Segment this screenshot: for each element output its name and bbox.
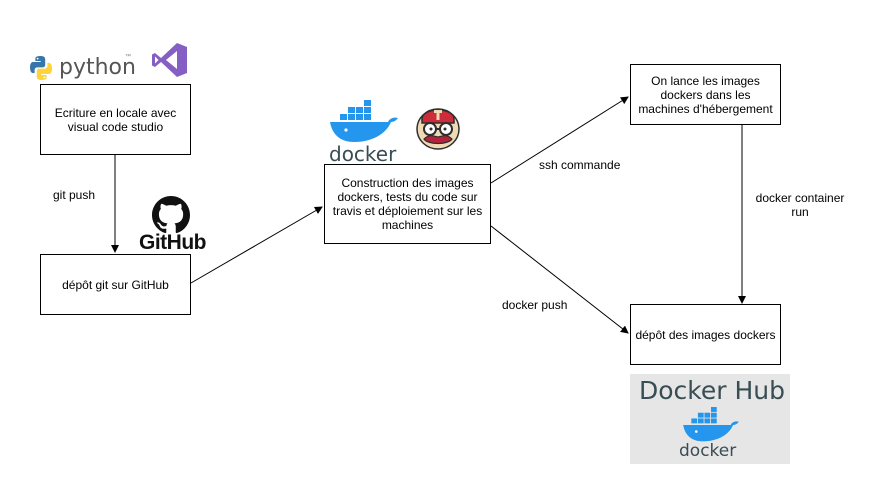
edge-label-docker-push: docker push xyxy=(502,298,568,312)
node-launch: On lance les images dockers dans les mac… xyxy=(630,64,781,125)
node-launch-label: On lance les images dockers dans les mac… xyxy=(638,73,773,116)
node-github-repo-label: dépôt git sur GitHub xyxy=(62,277,169,292)
edge-label-git-push: git push xyxy=(53,188,96,202)
docker-hub-whale-icon xyxy=(683,407,739,442)
python-trademark: ™ xyxy=(125,54,131,60)
node-image-repo-label: dépôt des images dockers xyxy=(635,327,776,342)
node-build: Construction des images dockers, tests d… xyxy=(324,164,491,244)
python-logo: python ™ xyxy=(29,54,139,82)
edge-docker-push xyxy=(490,225,629,334)
docker-wordmark: docker xyxy=(329,142,397,166)
github-logo: GitHub xyxy=(138,196,206,254)
visual-studio-icon xyxy=(152,43,187,77)
node-local-dev-label: Ecriture en locale avec visual code stud… xyxy=(54,105,177,134)
edge-label-ssh: ssh commande xyxy=(539,158,621,172)
edge-label-container-run: docker container run xyxy=(755,191,845,219)
edge-ssh xyxy=(490,96,629,184)
docker-hub-wordmark: docker xyxy=(679,441,737,461)
travis-ci-icon xyxy=(416,108,460,150)
edge-github-to-build xyxy=(190,206,323,284)
node-image-repo: dépôt des images dockers xyxy=(630,304,781,365)
docker-hub-title: Docker Hub xyxy=(639,376,785,405)
docker-logo: docker xyxy=(328,100,404,166)
docker-whale-icon xyxy=(330,100,398,142)
docker-hub-logo: Docker Hub docker xyxy=(630,374,790,464)
node-github-repo: dépôt git sur GitHub xyxy=(40,254,191,315)
node-local-dev: Ecriture en locale avec visual code stud… xyxy=(40,84,191,155)
github-wordmark: GitHub xyxy=(139,231,206,254)
python-wordmark: python xyxy=(59,55,136,80)
github-octocat-icon xyxy=(152,196,190,234)
node-build-label: Construction des images dockers, tests d… xyxy=(332,176,483,232)
python-icon xyxy=(30,56,52,80)
